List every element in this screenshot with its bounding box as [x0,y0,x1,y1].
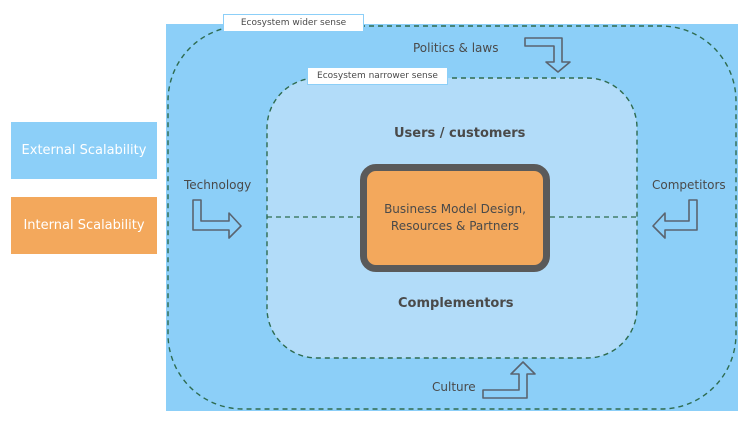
core-line-1: Business Model Design, [384,202,526,216]
politics-arrow-icon [524,37,571,73]
technology-label: Technology [184,178,252,192]
users-customers-label: Users / customers [394,126,526,141]
legend-internal-label: Internal Scalability [23,218,145,233]
culture-arrow-icon [482,361,536,399]
core-line-2: Resources & Partners [390,219,520,233]
complementors-label: Complementors [398,296,514,311]
politics-label: Politics & laws [413,41,499,55]
ecosystem-narrower-tag: Ecosystem narrower sense [307,67,448,85]
legend-external-label: External Scalability [21,143,147,158]
technology-arrow-icon [192,199,242,239]
legend-internal-scalability: Internal Scalability [11,197,157,254]
business-model-core-box: Business Model Design, Resources & Partn… [360,164,550,272]
ecosystem-wider-boundary [167,25,737,410]
ecosystem-wider-tag: Ecosystem wider sense [223,14,364,32]
culture-label: Culture [432,380,476,394]
competitors-label: Competitors [652,178,726,192]
legend-external-scalability: External Scalability [11,122,157,179]
competitors-arrow-icon [652,199,698,239]
